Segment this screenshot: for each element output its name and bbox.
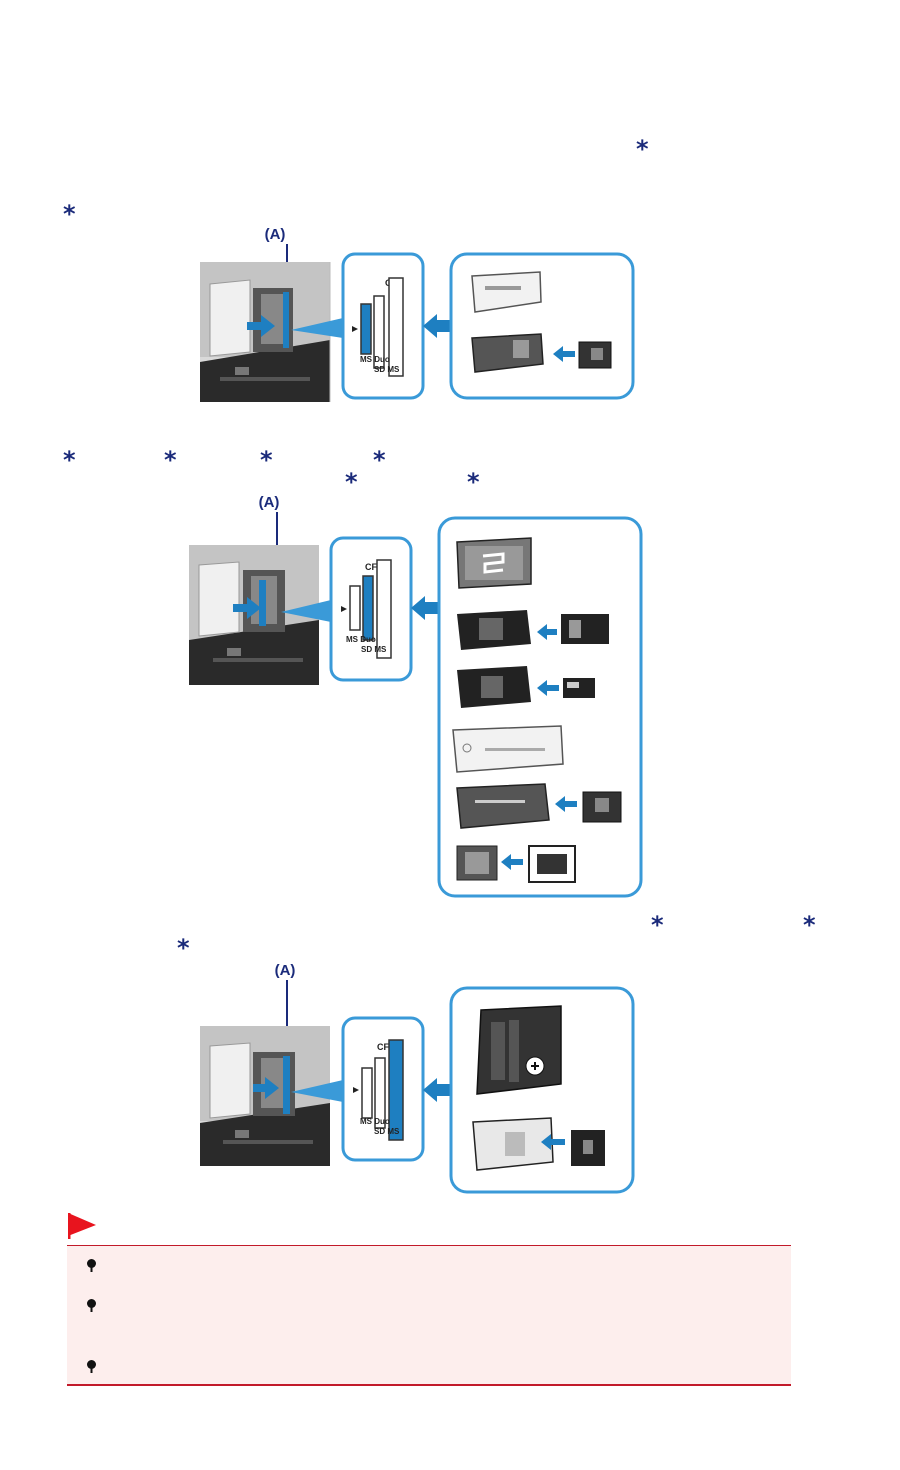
bullet-icon	[86, 1298, 97, 1313]
cf-slot-figure: (A) CF MS Duo SD MS	[195, 958, 640, 1198]
asterisk-8: *	[467, 468, 480, 496]
minisd-adapter-card	[457, 610, 609, 650]
asterisk-2: *	[63, 200, 76, 228]
asterisk-6: *	[373, 446, 386, 474]
slot-panel: CF MS Duo SD MS	[341, 252, 425, 400]
sd-card	[456, 537, 532, 589]
important-notes-box	[67, 1245, 791, 1386]
ms-micro-adapter-card	[456, 783, 622, 829]
slot-ms-duo-label: MS Duo	[360, 1117, 390, 1126]
asterisk-3: *	[63, 446, 76, 474]
callout-a-label: (A)	[259, 494, 280, 511]
callout-a-label: (A)	[265, 226, 286, 243]
cf-adapter-card	[472, 1117, 605, 1171]
microsd-adapter-card	[457, 666, 595, 708]
ms-duo-slot-figure: (A) CF MS Duo SD MS	[195, 222, 640, 404]
asterisk-1: *	[636, 135, 649, 163]
slot-panel: CF MS Duo SD MS	[341, 1016, 425, 1162]
sd-ms-slot-figure: (A) CF MS Duo SD MS	[185, 490, 645, 902]
slot-sd-ms-label: SD MS	[374, 1127, 400, 1136]
asterisk-5: *	[260, 446, 273, 474]
asterisk-10: *	[803, 911, 816, 939]
slot-panel: CF MS Duo SD MS	[329, 536, 413, 682]
ms-micro-adapter-card	[471, 333, 612, 373]
microsd-ms-adapter-card	[456, 845, 576, 883]
asterisk-11: *	[177, 934, 190, 962]
media-card-panel	[449, 252, 635, 400]
ms-duo-card	[471, 271, 542, 313]
compactflash-card	[476, 1005, 562, 1095]
slot-ms-duo-label: MS Duo	[346, 635, 376, 644]
slot-ms-duo-label: MS Duo	[360, 355, 390, 364]
media-card-panel	[449, 986, 635, 1194]
slot-sd-ms-label: SD MS	[361, 645, 387, 654]
slot-cf-label: CF	[377, 1042, 389, 1052]
asterisk-7: *	[345, 468, 358, 496]
bullet-icon	[86, 1258, 97, 1273]
slot-sd-ms-label: SD MS	[374, 365, 400, 374]
callout-a-label: (A)	[275, 962, 296, 979]
memory-stick-card	[452, 725, 564, 773]
asterisk-9: *	[651, 911, 664, 939]
important-flag-icon	[68, 1213, 98, 1246]
printer-slot-photo	[189, 545, 319, 685]
asterisk-4: *	[164, 446, 177, 474]
bullet-icon	[86, 1359, 97, 1374]
printer-slot-photo	[200, 1026, 330, 1166]
slot-cf-label: CF	[365, 562, 377, 572]
media-card-panel	[437, 516, 643, 898]
